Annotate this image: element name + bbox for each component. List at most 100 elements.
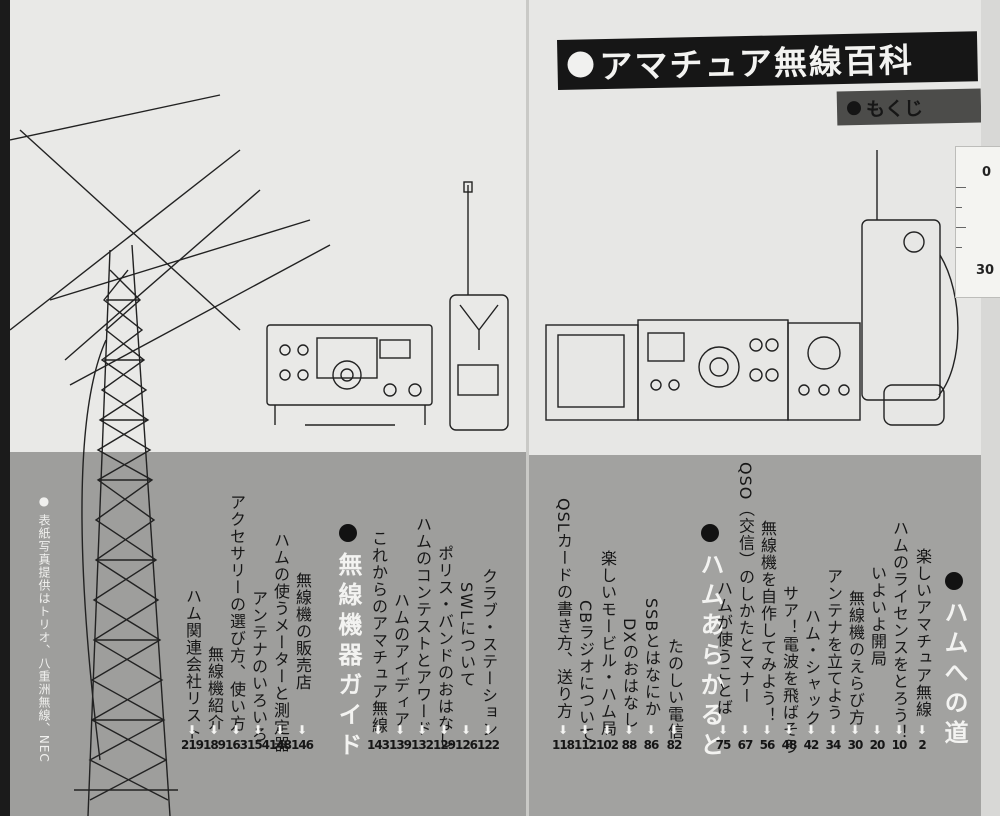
down-arrow-icon: ⬇ bbox=[438, 723, 450, 737]
toc-entry-page: ⬇102 bbox=[591, 724, 623, 752]
toc-entry-title: SSBとはなにか bbox=[642, 598, 661, 718]
antenna-tower-illustration bbox=[10, 94, 331, 816]
toc-entry-title: DXのおはなし bbox=[620, 618, 639, 729]
heading-bullet-icon bbox=[701, 524, 719, 542]
down-arrow-icon: ⬇ bbox=[208, 723, 220, 737]
toc-entry-page: ⬇129 bbox=[428, 724, 460, 752]
toc-entry-title: ポリス・バンドのおはなし bbox=[435, 545, 454, 749]
toc-entry-page: ⬇143 bbox=[362, 724, 394, 752]
toc-entry-title: ハム・シャック bbox=[802, 608, 821, 727]
page-number: 143 bbox=[366, 738, 390, 752]
page-number: 42 bbox=[803, 738, 820, 752]
down-arrow-icon: ⬇ bbox=[783, 723, 795, 737]
title-bar: アマチュア無線百科 bbox=[557, 31, 978, 90]
toc-entry-title: アクセサリーの選び方、使い方 bbox=[227, 494, 246, 732]
down-arrow-icon: ⬇ bbox=[871, 723, 883, 737]
toc-entry-title: SWLについて bbox=[457, 582, 476, 688]
page-number: 129 bbox=[432, 738, 456, 752]
toc-entry-page: ⬇163 bbox=[220, 724, 252, 752]
toc-entry-page: ⬇75 bbox=[707, 724, 739, 752]
page-number: 189 bbox=[202, 738, 226, 752]
down-arrow-icon: ⬇ bbox=[668, 723, 680, 737]
down-arrow-icon: ⬇ bbox=[482, 723, 494, 737]
page-edge bbox=[981, 0, 1000, 816]
toc-entry-title: 楽しいアマチュア無線 bbox=[913, 548, 932, 718]
down-arrow-icon: ⬇ bbox=[274, 723, 286, 737]
heading-guide-text: 無線機器ガイド bbox=[334, 552, 362, 762]
toc-entry-page: ⬇10 bbox=[883, 724, 915, 752]
toc-entry-title: ハムのライセンスをとろう！ bbox=[890, 520, 909, 741]
page-number: 132 bbox=[410, 738, 434, 752]
toc-entry-title: CBラジオについて bbox=[576, 600, 595, 744]
down-arrow-icon: ⬇ bbox=[296, 723, 308, 737]
ruler-mark-top: 0 bbox=[982, 165, 992, 180]
down-arrow-icon: ⬇ bbox=[186, 723, 198, 737]
right-page: アマチュア無線百科 もくじ ハムへの道 ハムあらかると 楽しいアマチュア無線⬇2… bbox=[529, 0, 981, 816]
down-arrow-icon: ⬇ bbox=[460, 723, 472, 737]
toc-entry-title: アンテナのいろいろ bbox=[249, 590, 268, 743]
toc-entry-page: ⬇122 bbox=[472, 724, 504, 752]
page-number: 118 bbox=[551, 738, 575, 752]
toc-entry-page: ⬇2 bbox=[906, 724, 938, 752]
left-page: ● 表紙写真提供はトリオ、八重洲無線、NEC 無線機器ガイド クラブ・ステーショ… bbox=[10, 0, 526, 816]
page-number: 88 bbox=[621, 738, 638, 752]
toc-entry-title: 無線機のえらび方 bbox=[846, 590, 865, 726]
heading-ham-text: ハムへの道 bbox=[940, 600, 968, 750]
toc-entry-title: ハムの使うメーターと測定器 bbox=[271, 532, 290, 753]
transceiver-illustration bbox=[266, 181, 509, 431]
toc-entry-title: いよいよ開局 bbox=[868, 565, 887, 667]
toc-entry-page: ⬇118 bbox=[547, 724, 579, 752]
subtitle-bar: もくじ bbox=[836, 88, 981, 126]
page-number: 219 bbox=[180, 738, 204, 752]
page-number: 20 bbox=[869, 738, 886, 752]
down-arrow-icon: ⬇ bbox=[739, 723, 751, 737]
toc-entry-page: ⬇146 bbox=[286, 724, 318, 752]
toc-entry-title: ハム関連会社リスト bbox=[183, 588, 202, 741]
toc-entry-title: アンテナを立てよう bbox=[824, 568, 843, 721]
toc-entry-page: ⬇139 bbox=[384, 724, 416, 752]
page-number: 163 bbox=[224, 738, 248, 752]
toc-entry-title: サア！電波を飛ばそう bbox=[780, 585, 799, 755]
toc-entry-title: QSLカードの書き方、送り方 bbox=[554, 498, 573, 720]
down-arrow-icon: ⬇ bbox=[805, 723, 817, 737]
toc-entry-page: ⬇30 bbox=[839, 724, 871, 752]
cover-photo-credit: ● 表紙写真提供はトリオ、八重洲無線、NEC bbox=[37, 494, 51, 763]
toc-entry-title: ハムのアイディア bbox=[391, 592, 410, 728]
toc-entry-title: ハムのコンテストとアワード bbox=[413, 516, 432, 737]
toc-entry-title: 無線機紹介 bbox=[205, 646, 224, 731]
heading-bullet-icon bbox=[339, 524, 357, 542]
toc-entry-title: これからのアマチュア無線 bbox=[369, 530, 388, 734]
toc-entry-page: ⬇82 bbox=[658, 724, 690, 752]
down-arrow-icon: ⬇ bbox=[849, 723, 861, 737]
heading-ham: ハムへの道 bbox=[940, 572, 968, 750]
toc-entry-title: QSO（交信）のしかたとマナー bbox=[736, 462, 755, 705]
heading-bullet-icon bbox=[945, 572, 963, 590]
page-number: 56 bbox=[759, 738, 776, 752]
page-number: 126 bbox=[454, 738, 478, 752]
page-number: 154 bbox=[246, 738, 270, 752]
down-arrow-icon: ⬇ bbox=[827, 723, 839, 737]
toc-entry-title: たのしい電信 bbox=[665, 638, 684, 740]
page-number: 82 bbox=[666, 738, 683, 752]
page-number: 2 bbox=[918, 738, 926, 752]
heading-guide: 無線機器ガイド bbox=[334, 524, 362, 762]
down-arrow-icon: ⬇ bbox=[893, 723, 905, 737]
toc-entry-page: ⬇34 bbox=[817, 724, 849, 752]
toc-entry-page: ⬇219 bbox=[176, 724, 208, 752]
down-arrow-icon: ⬇ bbox=[623, 723, 635, 737]
ruler-mark-bottom: 30 bbox=[976, 263, 995, 278]
subtitle-bullet-icon bbox=[846, 101, 862, 116]
toc-entry-page: ⬇42 bbox=[795, 724, 827, 752]
page-number: 86 bbox=[643, 738, 660, 752]
page-number: 148 bbox=[268, 738, 292, 752]
toc-entry-title: 楽しいモービル・ハム局 bbox=[598, 550, 617, 737]
toc-entry-page: ⬇20 bbox=[861, 724, 893, 752]
heading-arukaruto-text: ハムあらかると bbox=[696, 552, 724, 762]
toc-entry-page: ⬇112 bbox=[569, 724, 601, 752]
toc-entry-page: ⬇132 bbox=[406, 724, 438, 752]
down-arrow-icon: ⬇ bbox=[579, 723, 591, 737]
toc-entry-title: 無線機の販売店 bbox=[293, 572, 312, 691]
title-bullet-icon bbox=[567, 51, 594, 78]
down-arrow-icon: ⬇ bbox=[717, 723, 729, 737]
toc-entry-page: ⬇86 bbox=[635, 724, 667, 752]
